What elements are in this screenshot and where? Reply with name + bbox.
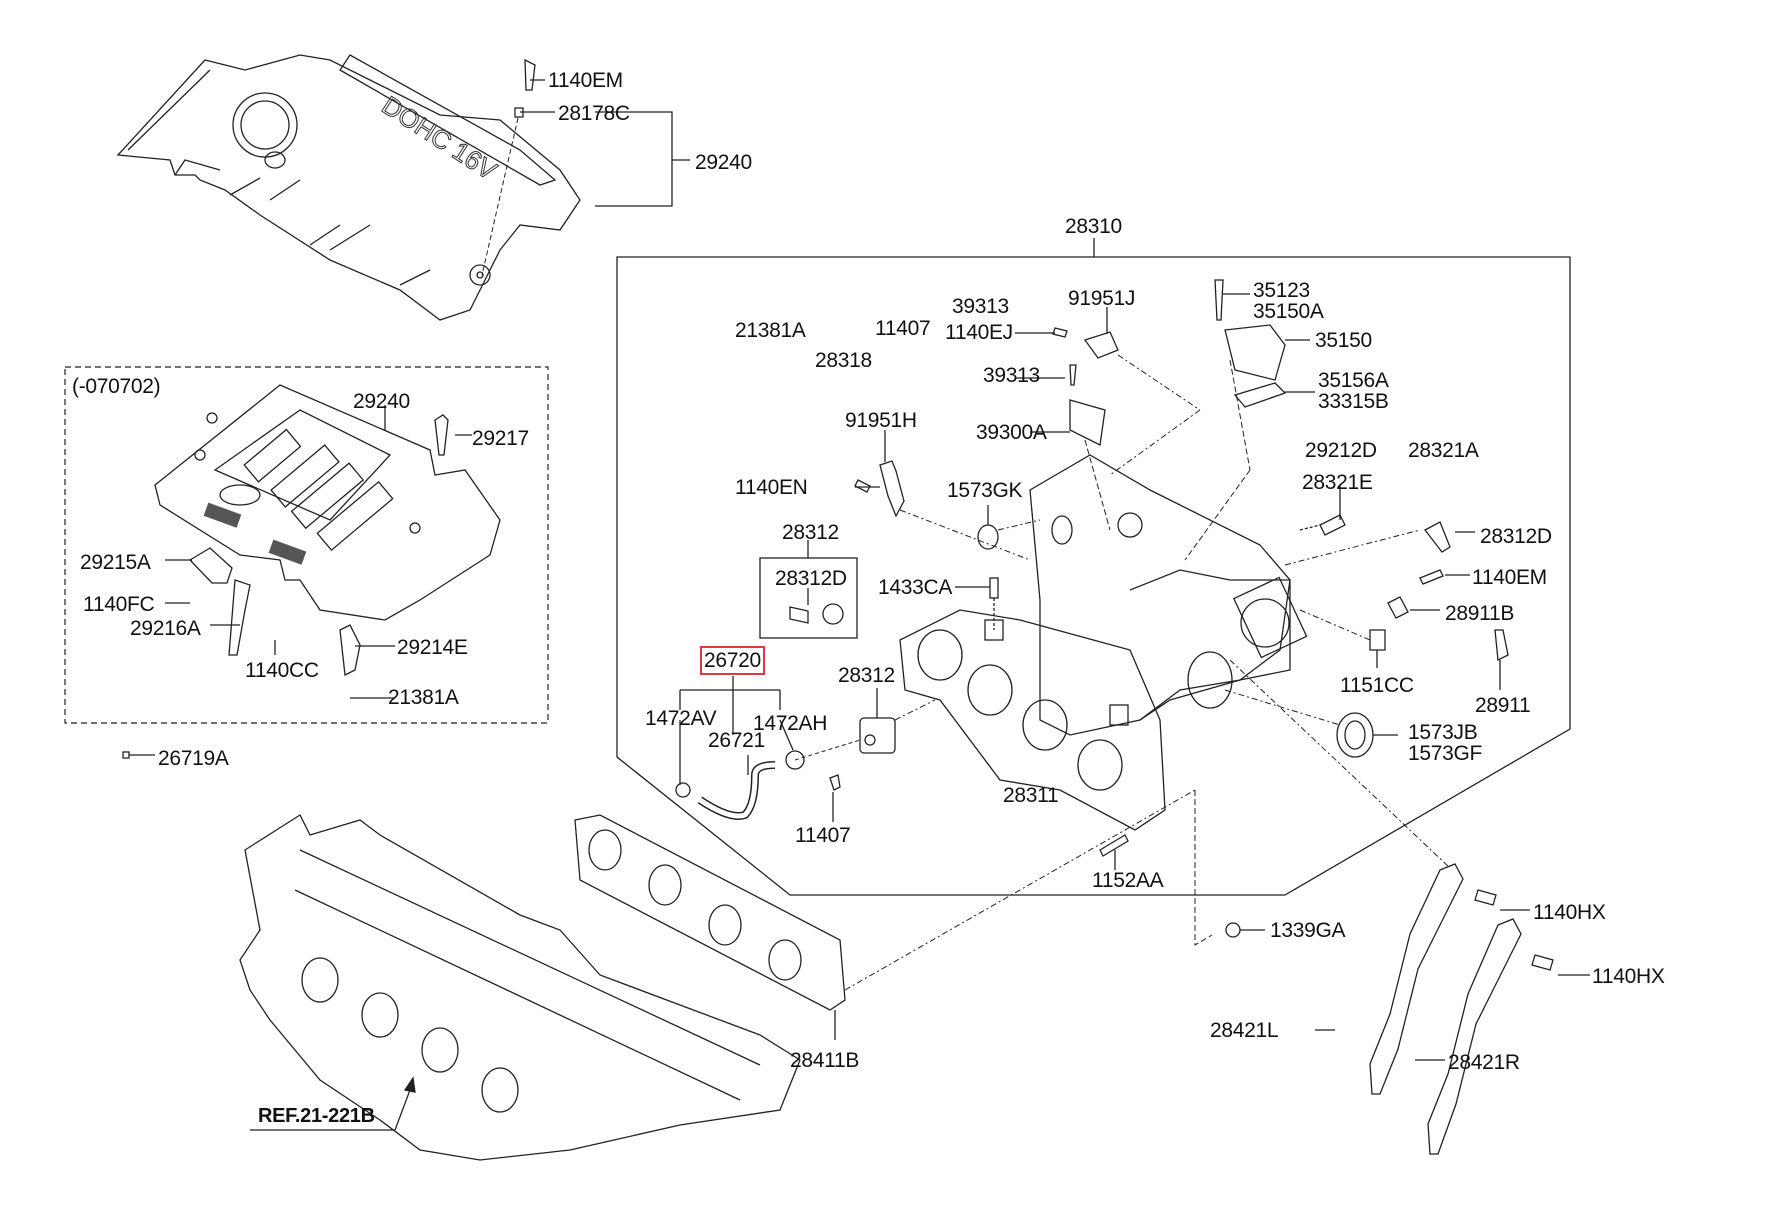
part-label-28321A[interactable]: 28321A: [1408, 439, 1479, 462]
part-label-29216A[interactable]: 29216A: [130, 617, 201, 640]
part-label-28421L[interactable]: 28421L: [1210, 1019, 1279, 1042]
part-label-29217[interactable]: 29217: [472, 427, 529, 450]
part-label-1140EJ[interactable]: 1140EJ: [945, 321, 1013, 344]
part-label-28421R[interactable]: 28421R: [1448, 1051, 1520, 1074]
part-label-21381A[interactable]: 21381A: [735, 319, 806, 342]
intake-gasket: [574, 814, 846, 1011]
part-label-1140HX-a[interactable]: 1140HX: [1533, 901, 1606, 924]
part-label-1433CA[interactable]: 1433CA: [878, 576, 953, 599]
part-label-1140EM-right[interactable]: 1140EM: [1472, 566, 1547, 589]
part-label-91951H[interactable]: 91951H: [845, 409, 917, 432]
part-label-29240-variant[interactable]: 29240: [353, 390, 410, 413]
part-label-28318[interactable]: 28318: [815, 349, 872, 372]
part-label-1339GA[interactable]: 1339GA: [1270, 919, 1346, 942]
part-label-39313-a[interactable]: 39313: [952, 295, 1009, 318]
part-label-29212D[interactable]: 29212D: [1305, 439, 1377, 462]
part-label-1151CC[interactable]: 1151CC: [1340, 674, 1414, 697]
part-label-21381A-variant[interactable]: 21381A: [388, 686, 459, 709]
part-label-35150[interactable]: 35150: [1315, 329, 1372, 352]
part-label-29214E[interactable]: 29214E: [397, 636, 468, 659]
part-label-35123-text[interactable]: 35123: [1253, 279, 1310, 302]
part-label-1140CC[interactable]: 1140CC: [245, 659, 319, 682]
part-label-1140EM-top[interactable]: 1140EM: [548, 69, 623, 92]
part-label-1573JB[interactable]: 1573JB: [1408, 721, 1478, 744]
part-label-1472AH[interactable]: 1472AH: [753, 712, 828, 735]
reference-link-21-221B[interactable]: REF.21-221B: [258, 1105, 375, 1127]
part-label-39300A[interactable]: 39300A: [976, 421, 1047, 444]
part-label-28312-valve[interactable]: 28312: [838, 664, 895, 687]
part-label-1140EN[interactable]: 1140EN: [735, 476, 808, 499]
part-label-29240-top[interactable]: 29240: [695, 151, 752, 174]
engine-cover-variant: [154, 384, 501, 621]
part-label-1140HX-b[interactable]: 1140HX: [1592, 965, 1665, 988]
part-label-26721[interactable]: 26721: [708, 729, 765, 752]
variant-date-label: (-070702): [72, 375, 161, 398]
part-label-35150A[interactable]: 35150A: [1253, 300, 1324, 323]
part-label-28911B[interactable]: 28911B: [1445, 602, 1515, 625]
part-label-28311[interactable]: 28311: [1003, 784, 1059, 807]
cover-logo-text: DOHC 16V: [377, 90, 503, 186]
part-label-28321E[interactable]: 28321E: [1302, 471, 1373, 494]
variant-box: [64, 366, 549, 724]
part-label-28312D-right[interactable]: 28312D: [1480, 525, 1552, 548]
part-label-26719A[interactable]: 26719A: [158, 747, 229, 770]
cylinder-head: [239, 814, 801, 1161]
part-label-1472AV[interactable]: 1472AV: [645, 707, 717, 730]
intake-manifold-body: [899, 454, 1308, 831]
assembly-boundary-28310: [616, 256, 1571, 896]
part-label-33315B[interactable]: 33315B: [1318, 390, 1389, 413]
part-label-1152AA[interactable]: 1152AA: [1092, 869, 1164, 892]
part-label-1140FC[interactable]: 1140FC: [83, 593, 155, 616]
part-label-28178C[interactable]: 28178C: [558, 102, 630, 125]
part-label-29215A[interactable]: 29215A: [80, 551, 151, 574]
part-label-1573GF[interactable]: 1573GF: [1408, 742, 1483, 765]
part-label-39313-b[interactable]: 39313: [983, 364, 1040, 387]
part-label-26720-highlighted[interactable]: 26720: [700, 646, 765, 675]
part-label-28312D-box[interactable]: 28312D: [775, 567, 847, 590]
part-label-28411B[interactable]: 28411B: [790, 1049, 860, 1072]
part-label-11407-bottom[interactable]: 11407: [795, 824, 851, 847]
part-label-35156A[interactable]: 35156A: [1318, 369, 1389, 392]
part-label-28911[interactable]: 28911: [1475, 694, 1531, 717]
engine-cover-top: DOHC 16V: [116, 54, 581, 321]
part-label-28312-box[interactable]: 28312: [782, 521, 839, 544]
part-label-1573GK[interactable]: 1573GK: [947, 479, 1023, 502]
part-label-91951J[interactable]: 91951J: [1068, 287, 1136, 310]
part-label-28310[interactable]: 28310: [1065, 215, 1122, 238]
part-label-11407-top[interactable]: 11407: [875, 317, 931, 340]
